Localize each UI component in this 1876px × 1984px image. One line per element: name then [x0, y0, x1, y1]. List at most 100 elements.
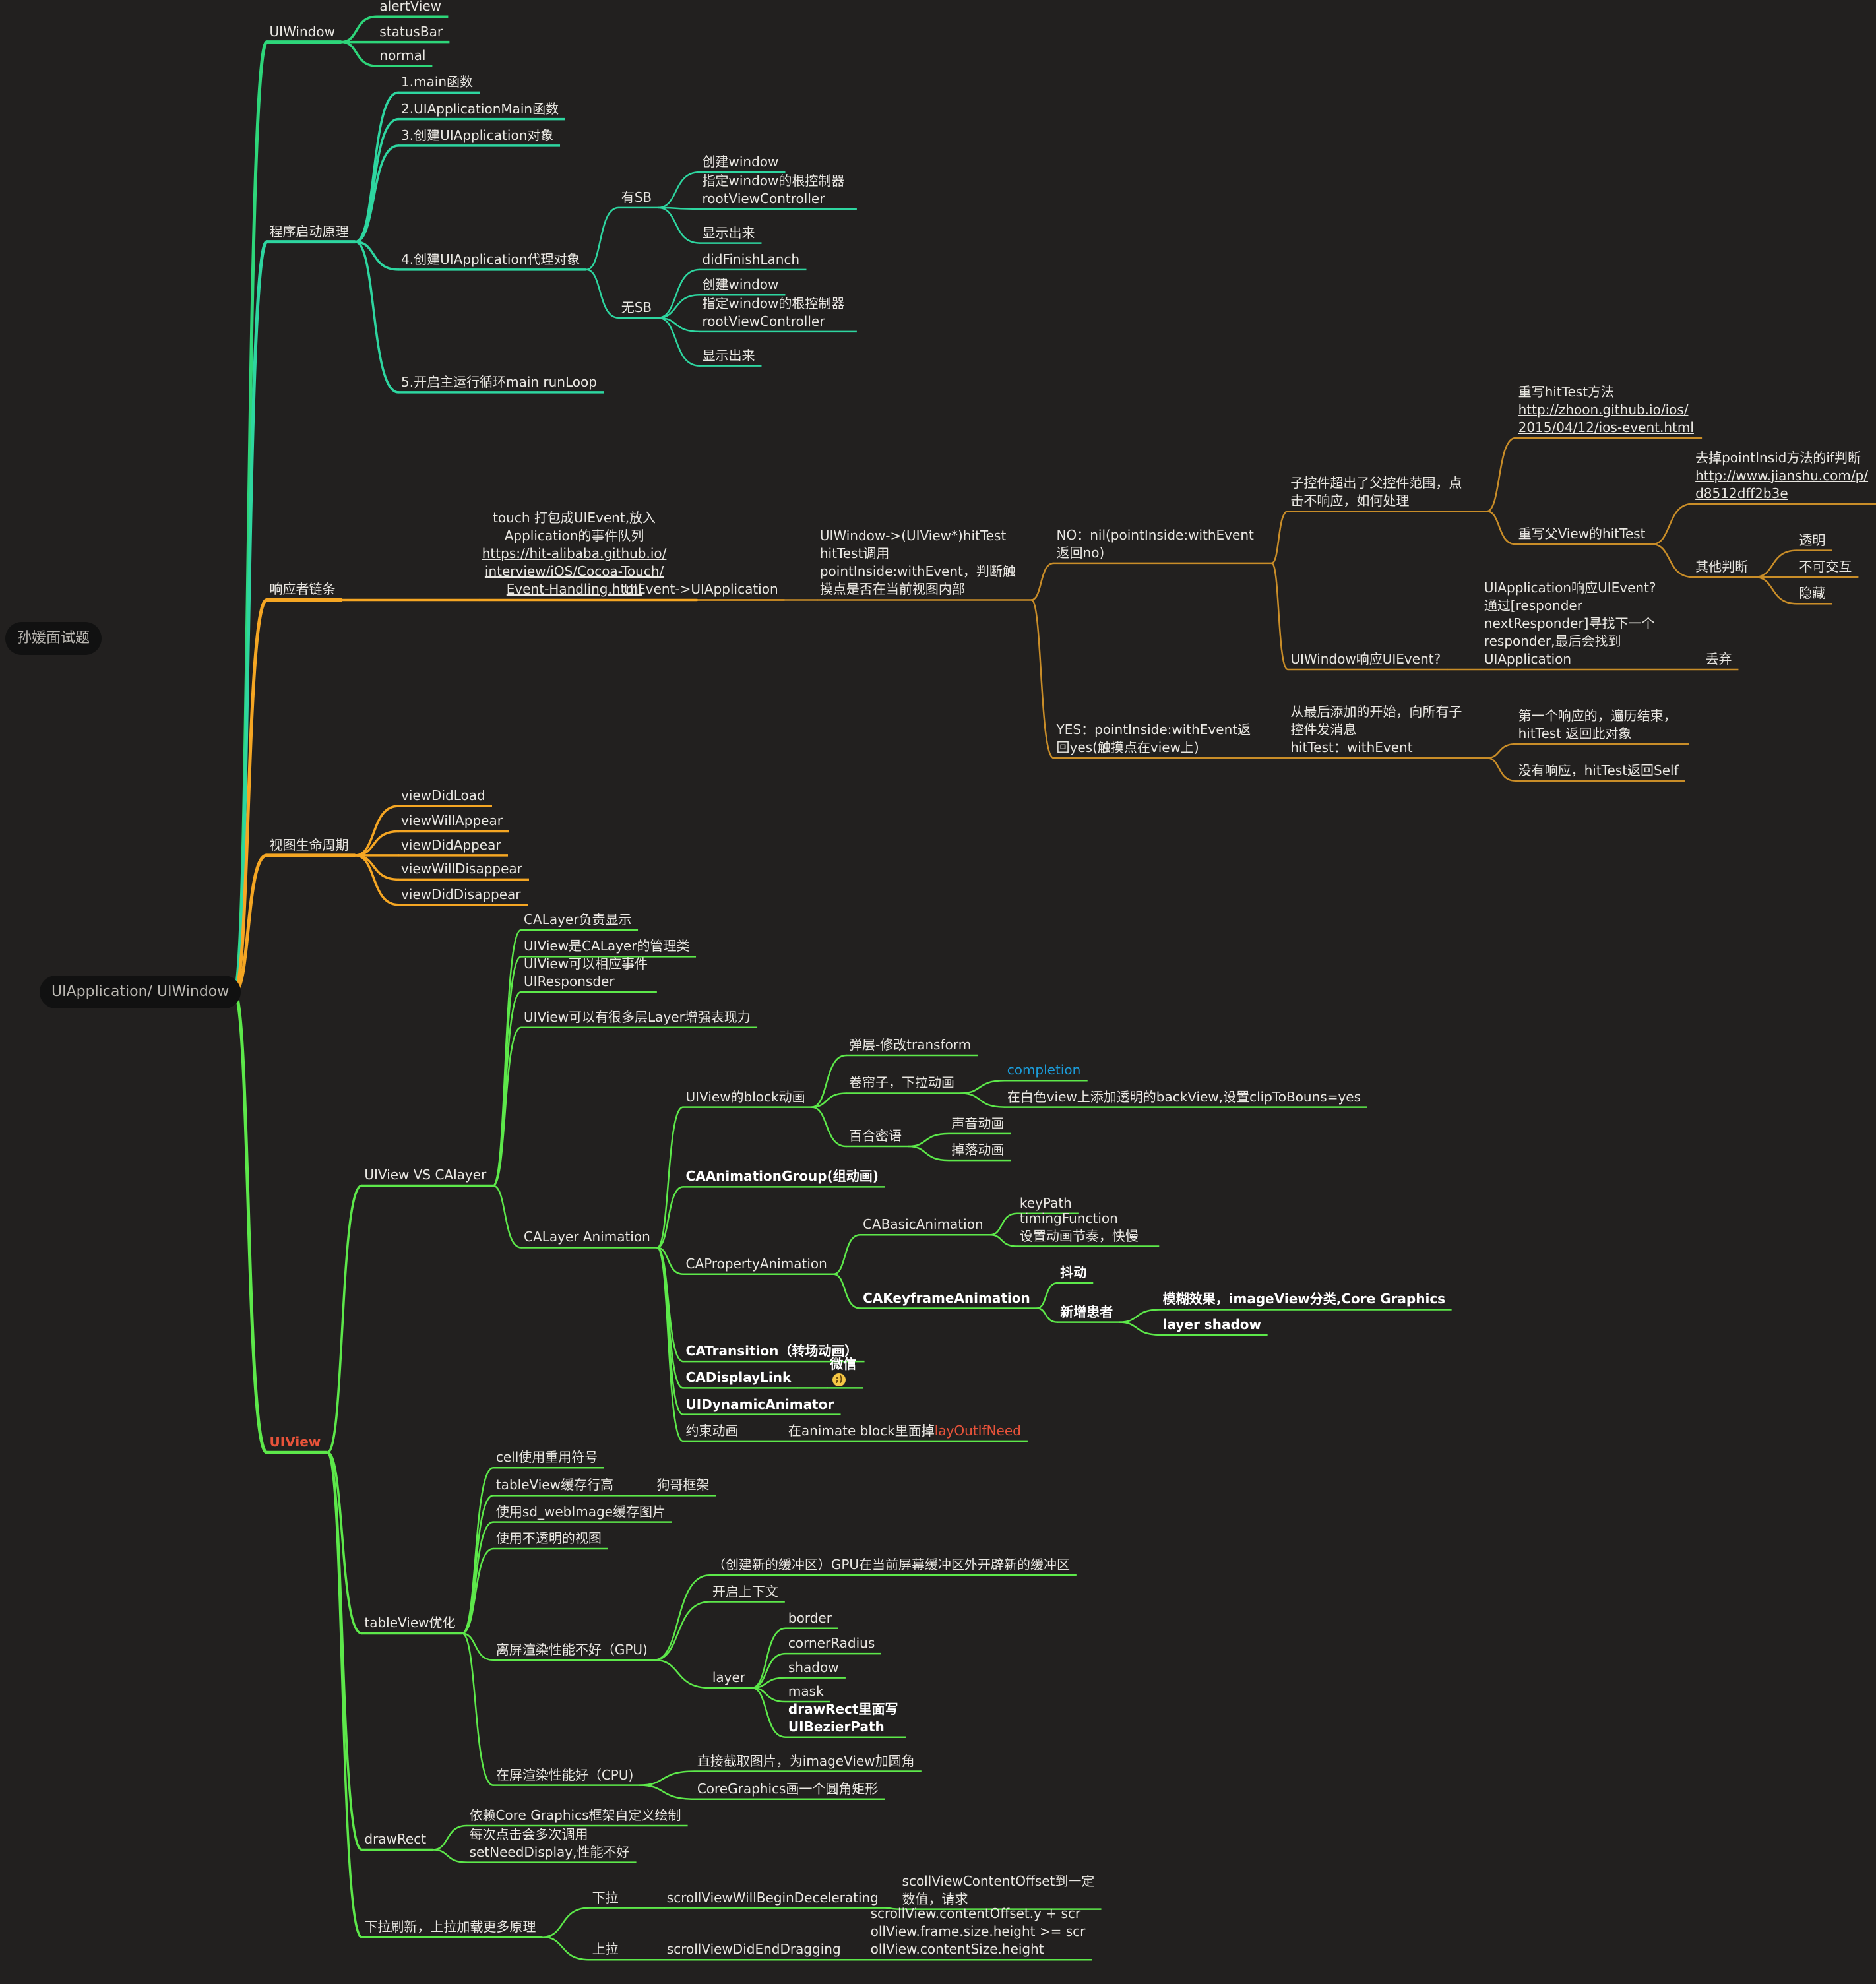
node-hidden[interactable]: 隐藏: [1799, 585, 1826, 602]
node-vdd[interactable]: viewDidDisappear: [401, 886, 521, 902]
node-uievent[interactable]: UIEvent->UIApplication: [623, 581, 778, 598]
node-new-patient[interactable]: 新增患者: [1060, 1303, 1113, 1320]
node-status-bar[interactable]: statusBar: [379, 23, 443, 40]
node-no-s-b4[interactable]: 显示出来: [702, 347, 755, 363]
node-keyframe[interactable]: CAKeyframeAnimation: [863, 1289, 1030, 1306]
node-will-decel[interactable]: scrollViewWillBeginDecelerating: [666, 1889, 879, 1906]
node-lifecycle[interactable]: 视图生命周期: [269, 836, 349, 853]
node-clip-bounds[interactable]: 在白色view上添加透明的backView,设置clipToBouns=yes: [1007, 1088, 1361, 1105]
node-completion[interactable]: completion: [1007, 1062, 1081, 1078]
node-cal-anim[interactable]: CALayer Animation: [524, 1229, 650, 1245]
node-sound-anim[interactable]: 声音动画: [951, 1115, 1005, 1131]
node-has-s-b[interactable]: 有SB: [621, 189, 652, 205]
node-window-resp[interactable]: UIWindow响应UIEvent?: [1290, 650, 1441, 667]
node-pull-up[interactable]: 上拉: [592, 1941, 619, 1958]
node-uiwindow[interactable]: UIWindow: [269, 23, 335, 40]
node-cg-round[interactable]: CoreGraphics画一个圆角矩形: [697, 1780, 879, 1797]
node-cache-height[interactable]: tableView缓存行高: [495, 1477, 613, 1493]
node-responder[interactable]: 响应者链条: [269, 581, 336, 598]
node-outside[interactable]: 子控件超出了父控件范围，点击不响应，如何处理: [1290, 475, 1462, 509]
node-no-s-b2[interactable]: 创建window: [702, 276, 779, 293]
node-anim-group[interactable]: CAAnimationGroup(组动画): [685, 1168, 879, 1185]
node-launch1[interactable]: 1.main函数: [401, 74, 474, 90]
node-dynamic[interactable]: UIDynamicAnimator: [685, 1396, 834, 1412]
node-vwa[interactable]: viewWillAppear: [401, 813, 503, 829]
node-cal4[interactable]: UIView可以有很多层Layer增强表现力: [524, 1008, 751, 1025]
node-normal[interactable]: normal: [379, 47, 426, 64]
node-offset-value[interactable]: scollViewContentOffset到一定数值，请求: [902, 1873, 1095, 1907]
node-mask[interactable]: mask: [788, 1683, 824, 1700]
node-blinds[interactable]: 百合密语: [848, 1128, 902, 1144]
node-vda[interactable]: viewDidAppear: [401, 836, 501, 853]
node-opaque[interactable]: 使用不透明的视图: [495, 1530, 602, 1546]
node-launch2[interactable]: 2.UIApplicationMain函数: [401, 100, 559, 117]
node-tv-opt[interactable]: tableView优化: [364, 1615, 456, 1631]
node-dog-framework[interactable]: 狗哥框架: [656, 1477, 710, 1493]
node-wechat[interactable]: 微信;): [830, 1355, 856, 1387]
node-popup[interactable]: 弹层-修改transform: [848, 1036, 972, 1053]
node-transparent[interactable]: 透明: [1799, 532, 1826, 548]
node-launch3[interactable]: 3.创建UIApplication对象: [401, 127, 554, 143]
node-sdweb[interactable]: 使用sd_webImage缓存图片: [495, 1503, 666, 1520]
node-no-interact[interactable]: 不可交互: [1799, 558, 1852, 574]
node-no-s-b[interactable]: 无SB: [621, 299, 652, 315]
node-curtain[interactable]: 卷帘子，下拉动画: [848, 1074, 954, 1091]
node-alert-view[interactable]: alertView: [379, 0, 442, 15]
node-end-drag[interactable]: scrollViewDidEndDragging: [666, 1941, 841, 1958]
node-first-resp[interactable]: 第一个响应的，遍历结束，hitTest 返回此对象: [1518, 708, 1677, 742]
node-shake[interactable]: 抖动: [1060, 1264, 1087, 1281]
node-key-path[interactable]: keyPath: [1019, 1194, 1072, 1211]
node-layer-shadow[interactable]: layer shadow: [1162, 1316, 1261, 1332]
node-has-s-b3[interactable]: 显示出来: [702, 224, 755, 241]
node-display-link[interactable]: CADisplayLink: [685, 1369, 792, 1386]
node-pull-down[interactable]: 下拉: [592, 1889, 619, 1906]
node-constraint[interactable]: 约束动画: [685, 1422, 739, 1439]
node-launch4[interactable]: 4.创建UIApplication代理对象: [401, 251, 580, 267]
node-other-judge[interactable]: 其他判断: [1695, 558, 1749, 574]
node-cell-reuse[interactable]: cell使用重用符号: [495, 1449, 598, 1466]
node-none-resp[interactable]: 没有响应，hitTest返回Self: [1518, 762, 1679, 778]
node-layout-need[interactable]: 在animate block里面掉layOutIfNeed: [788, 1422, 1021, 1439]
node-block-anim[interactable]: UIView的block动画: [685, 1088, 805, 1105]
node-cal1[interactable]: CALayer负责显示: [524, 912, 632, 928]
node-blur[interactable]: 模糊效果，imageView分类,Core Graphics: [1162, 1291, 1446, 1307]
node-uiview[interactable]: UIView: [269, 1434, 321, 1450]
node-offscreen[interactable]: 离屏渲染性能不好（GPU): [495, 1641, 648, 1658]
node-depends-c-g[interactable]: 依赖Core Graphics框架自定义绘制: [469, 1807, 681, 1823]
node-prop-anim[interactable]: CAPropertyAnimation: [685, 1255, 827, 1272]
node-vs-layer[interactable]: UIView VS CAlayer: [364, 1167, 487, 1183]
node-new-buffer[interactable]: （创建新的缓冲区）GPU在当前屏幕缓冲区外开辟新的缓冲区: [712, 1557, 1071, 1573]
node-override-parent[interactable]: 重写父View的hitTest: [1518, 526, 1646, 542]
node-discard[interactable]: 丢弃: [1705, 650, 1732, 667]
node-onscreen[interactable]: 在屏渲染性能好（CPU): [495, 1766, 634, 1783]
node-corner-radius[interactable]: cornerRadius: [788, 1635, 875, 1652]
node-transition[interactable]: CATransition（转场动画）: [685, 1343, 858, 1359]
node-drop-anim[interactable]: 掉落动画: [951, 1142, 1005, 1158]
node-yes[interactable]: YES：pointInside:withEvent返回yes(触摸点在view上…: [1056, 722, 1251, 756]
node-refresh[interactable]: 下拉刷新，上拉加载更多原理: [364, 1918, 536, 1935]
node-border[interactable]: border: [788, 1609, 832, 1626]
node-draw-rect[interactable]: drawRect: [364, 1831, 427, 1847]
node-vdl[interactable]: viewDidLoad: [401, 788, 485, 804]
node-context[interactable]: 开启上下文: [712, 1583, 778, 1599]
node-clip-image[interactable]: 直接截取图片，为imageView加圆角: [697, 1752, 915, 1769]
node-layer[interactable]: layer: [712, 1669, 746, 1685]
node-launch5[interactable]: 5.开启主运行循环main runLoop: [401, 373, 597, 390]
node-no-s-b1[interactable]: didFinishLanch: [702, 251, 800, 267]
node-basic-anim[interactable]: CABasicAnimation: [863, 1216, 984, 1233]
node-launch[interactable]: 程序启动原理: [269, 223, 349, 239]
